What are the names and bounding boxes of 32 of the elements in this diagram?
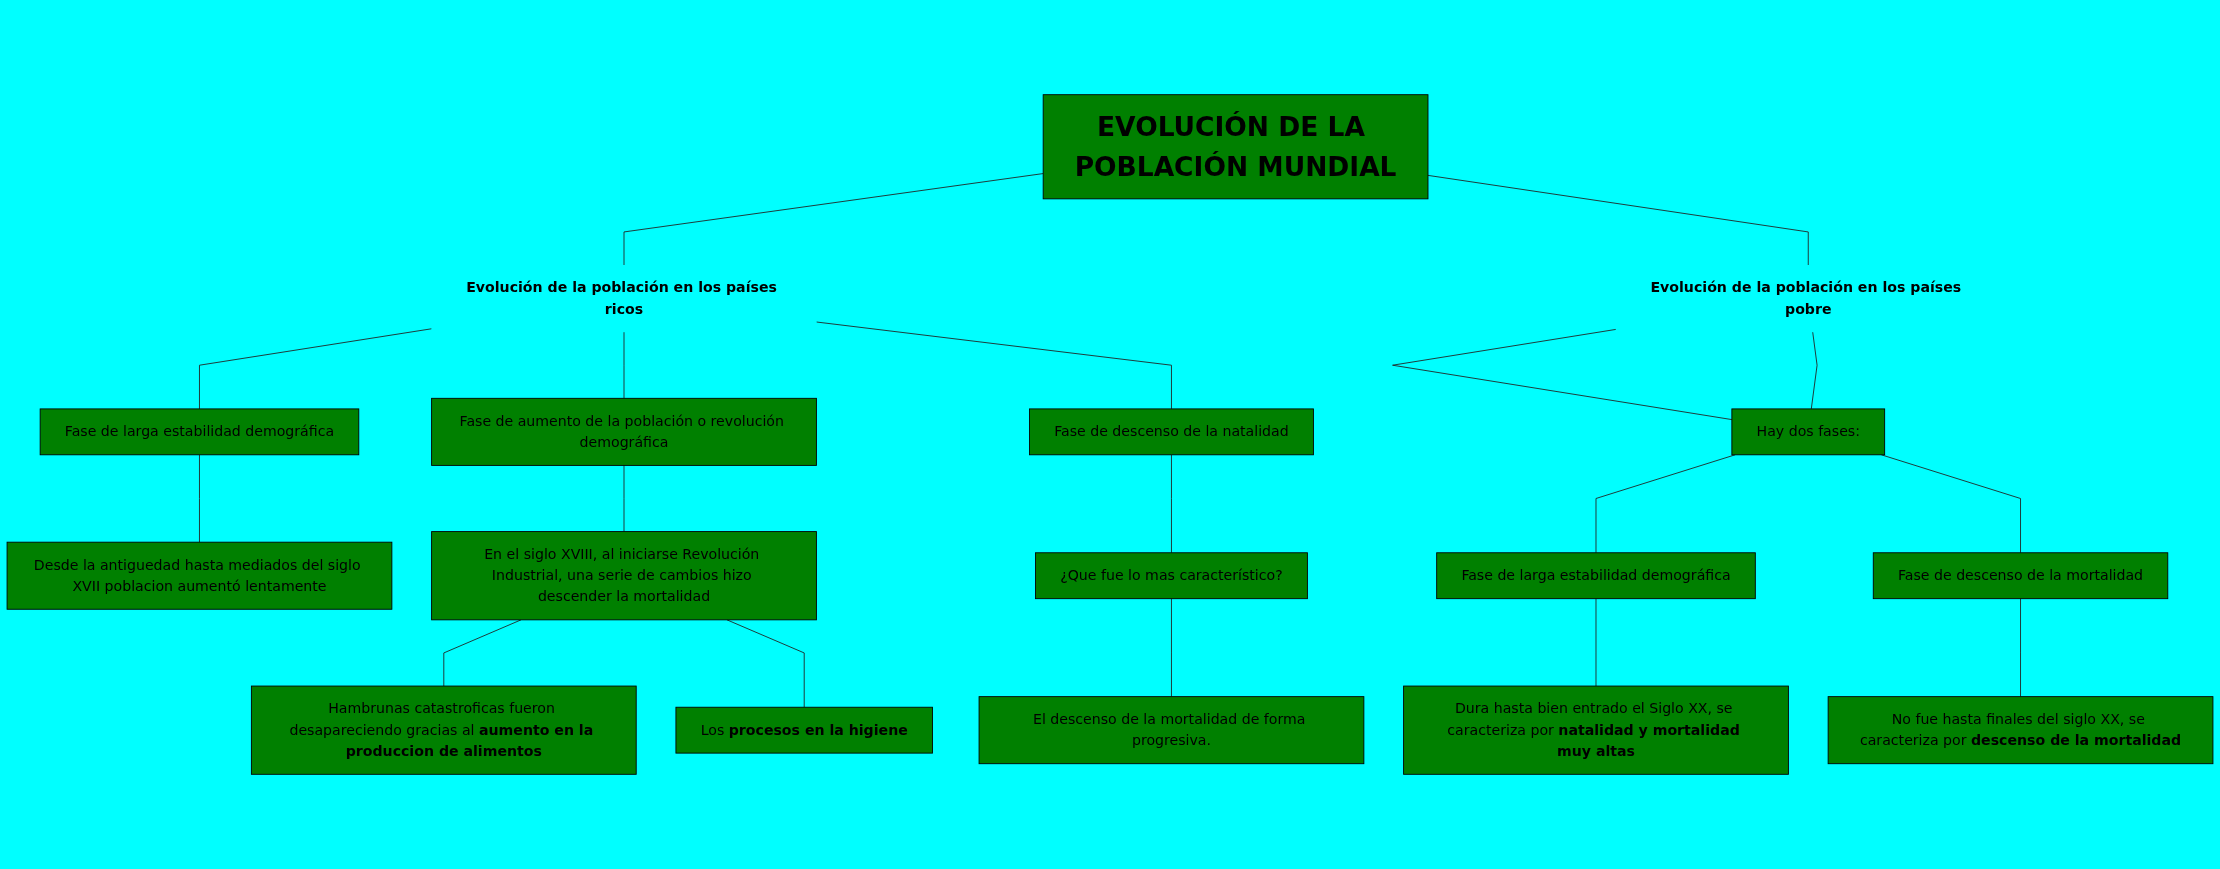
node-box: Desde la antiguedad hasta mediados del siglo XVII poblacion aumentó lentamente: [6, 541, 393, 610]
connector: [1810, 331, 1818, 410]
connector: [1171, 598, 1172, 698]
connector: [1171, 454, 1172, 554]
node-box: Hambrunas catastroficas fueron desapareciendo gracias al aumento en la produccion de alimentos: [250, 685, 637, 775]
node-box: El descenso de la mortalidad de forma progresiva.: [978, 696, 1365, 765]
connector: [623, 173, 1044, 266]
connector: [199, 328, 433, 410]
connector: [1595, 598, 1597, 687]
node-box: ¿Que fue lo mas característico?: [1035, 552, 1308, 600]
node-box: Hay dos fases:: [1731, 408, 1886, 456]
node-box: Fase de descenso de la mortalidad: [1872, 552, 2169, 600]
node-box: Dura hasta bien entrado el Siglo XX, se caracteriza por natalidad y mortalidad muy altas: [1403, 685, 1789, 775]
node-box: No fue hasta finales del siglo XX, se caracteriza por descenso de la mortalidad: [1827, 696, 2214, 765]
node-box: Fase de descenso de la natalidad: [1029, 408, 1314, 456]
connector: [199, 454, 200, 543]
connector: [623, 331, 625, 399]
connector: [815, 321, 1172, 410]
connector: [1392, 329, 1733, 421]
node-box: Fase de aumento de la población o revolución demográfica: [431, 397, 817, 466]
node-box: EVOLUCIÓN DE LA POBLACIÓN MUNDIAL: [1042, 94, 1429, 200]
connector: [1595, 454, 1736, 554]
connector: [2020, 598, 2021, 698]
node-box: Fase de larga estabilidad demográfica: [39, 408, 360, 456]
node-box: En el siglo XVIII, al iniciarse Revolución Industrial, una serie de cambios hizo descender la mortalidad: [431, 531, 817, 621]
connector: [1427, 174, 1809, 266]
connector: [443, 619, 522, 687]
node-box: Fase de larga estabilidad demográfica: [1436, 552, 1756, 600]
node-text: Evolución de la población en los países ricos: [466, 279, 777, 318]
node-box: Los procesos en la higiene: [675, 706, 933, 754]
node-text: Evolución de la población en los países pobre: [1650, 279, 1962, 318]
connector: [623, 464, 625, 533]
